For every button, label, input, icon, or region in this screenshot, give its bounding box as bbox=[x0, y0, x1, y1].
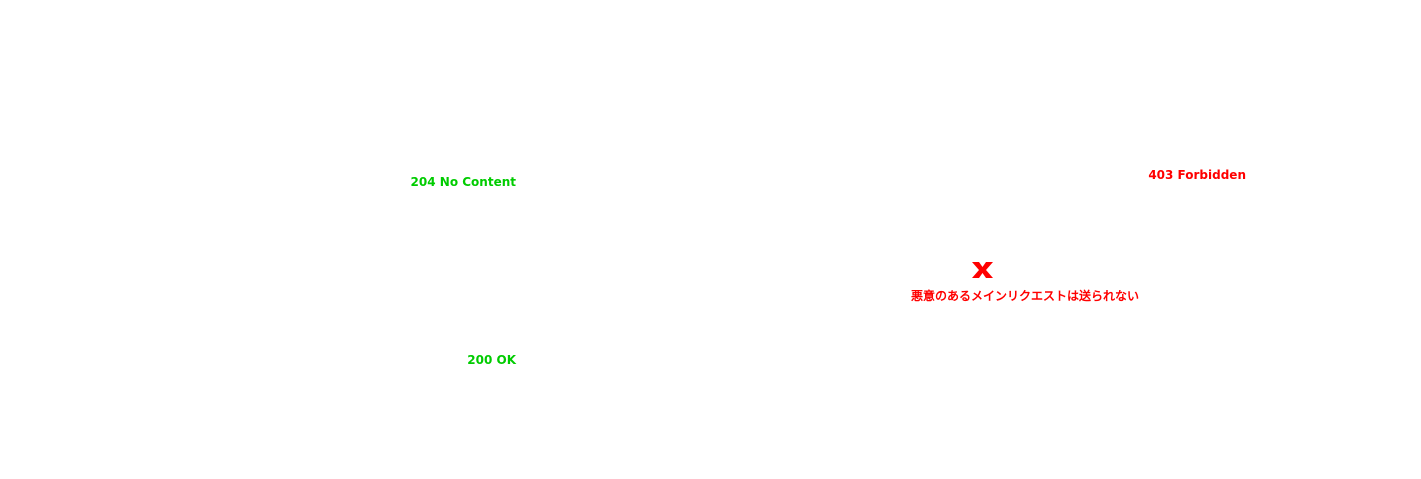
cross-mark-icon bbox=[972, 262, 993, 278]
status-204-no-content-label: 204 No Content bbox=[410, 175, 516, 189]
blocked-request-caption: 悪意のあるメインリクエストは送られない bbox=[911, 289, 1140, 303]
status-403-forbidden-label: 403 Forbidden bbox=[1148, 168, 1246, 182]
status-200-ok-label: 200 OK bbox=[467, 353, 516, 367]
